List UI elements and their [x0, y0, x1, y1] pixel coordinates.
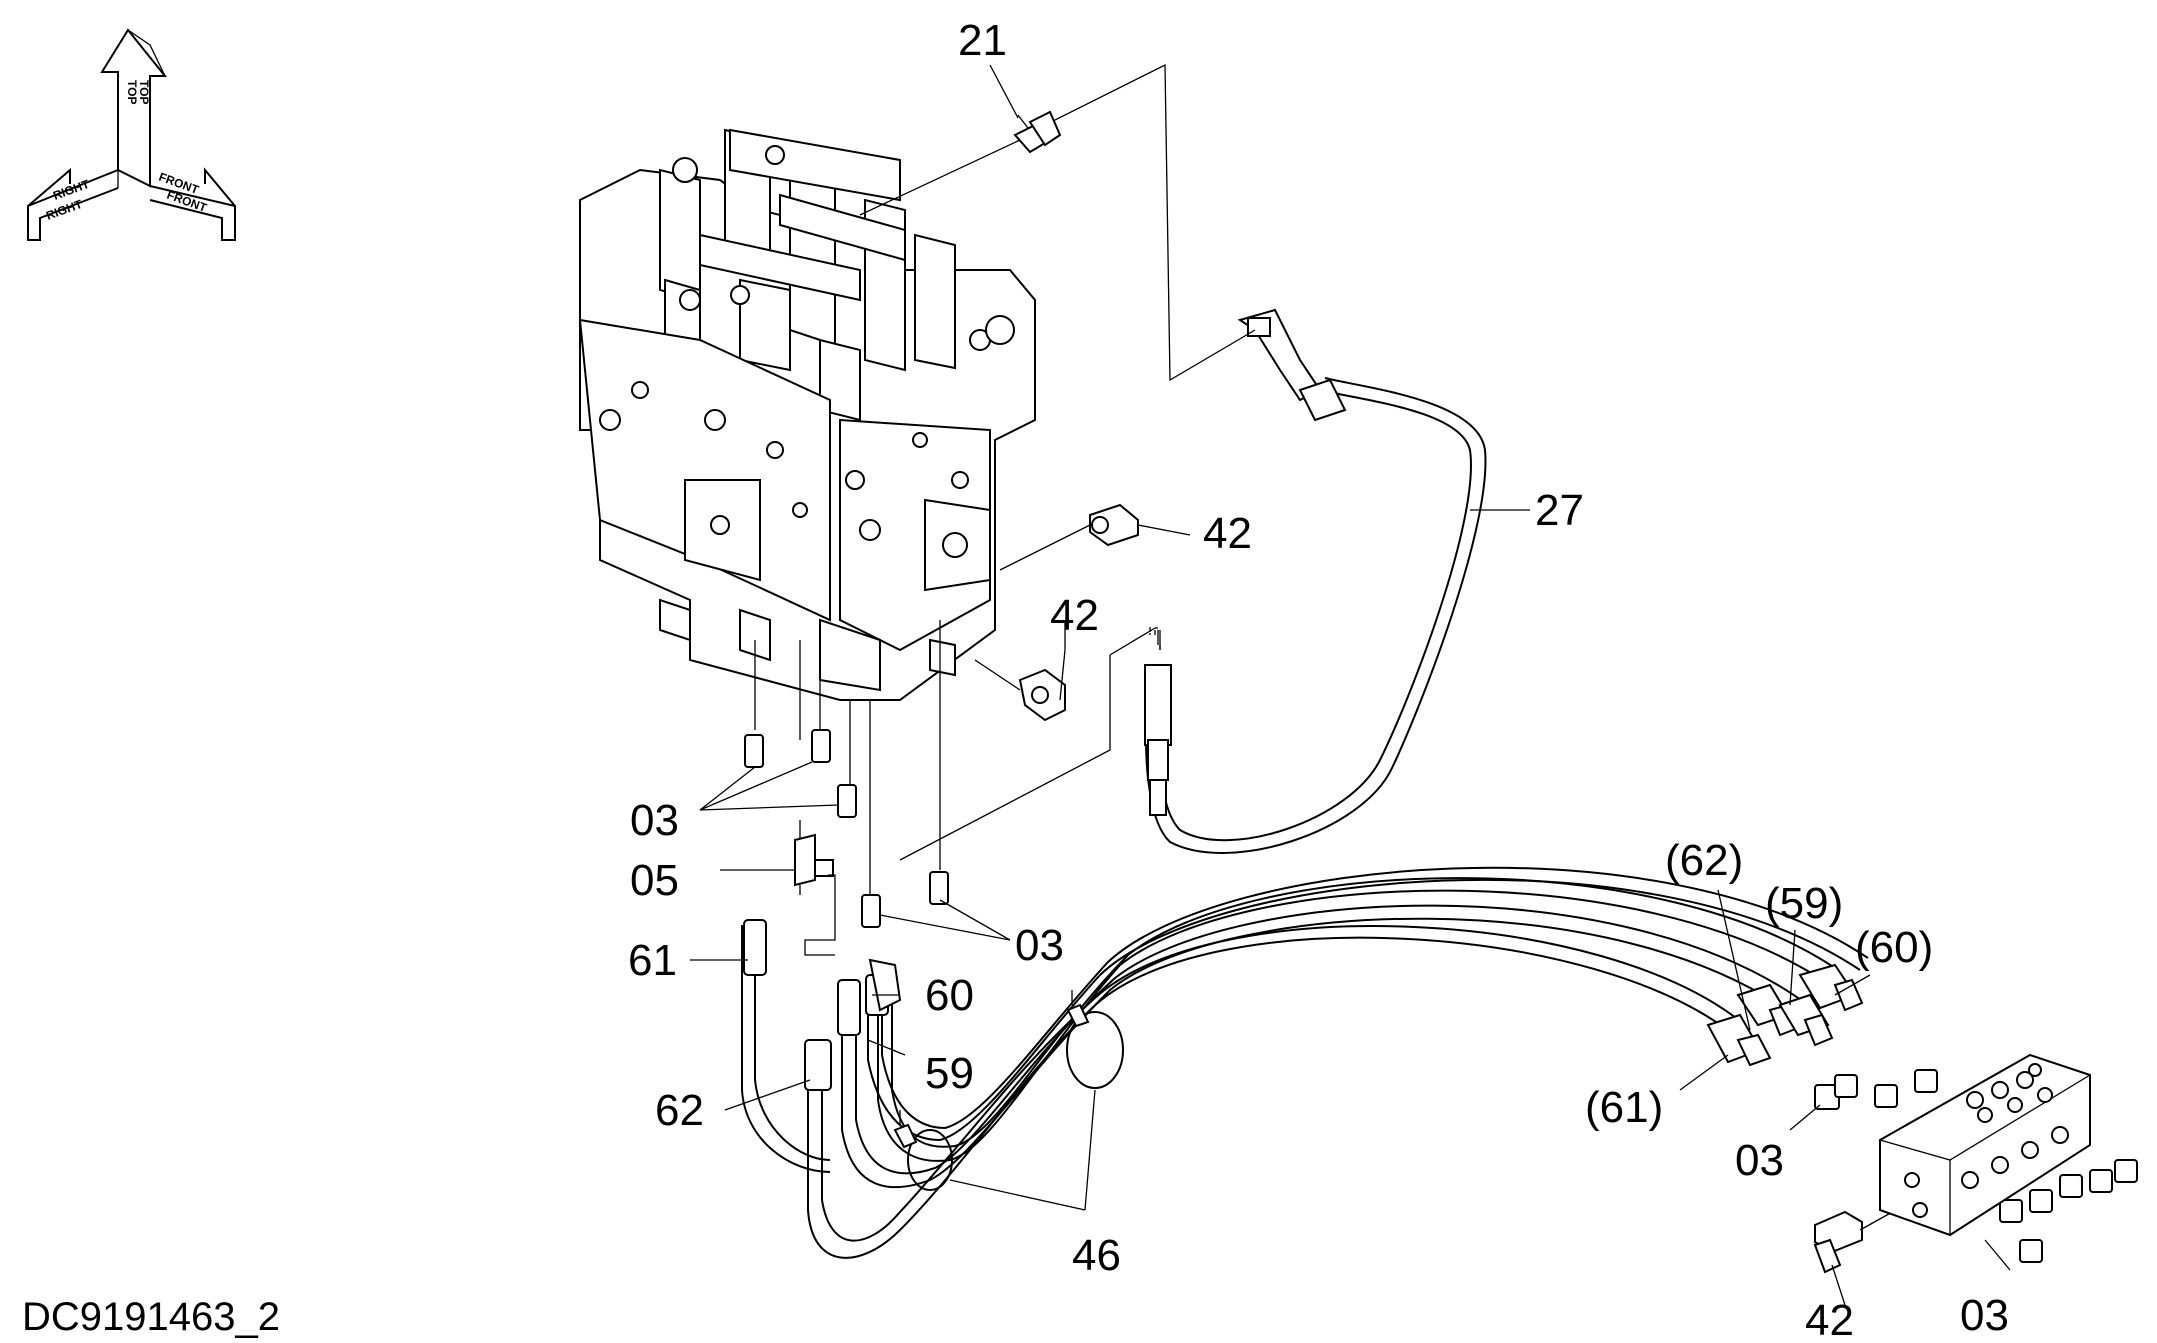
callout-60-paren: (60) — [1855, 923, 1933, 972]
tee-05 — [720, 833, 836, 956]
callout-61-paren: (61) — [1585, 1083, 1663, 1132]
callout-labels: 21 27 42 42 42 03 03 03 03 05 61 60 59 6… — [628, 16, 2009, 1343]
callout-42-lower: 42 — [1805, 1296, 1854, 1343]
drawing-id: DC9191463_2 — [22, 1295, 280, 1339]
callout-59-paren: (59) — [1765, 879, 1843, 928]
hose-27 — [1144, 308, 1487, 854]
left-leaders — [690, 64, 1066, 1111]
callout-62-paren: (62) — [1665, 836, 1743, 885]
orientation-symbol: TOP TOP RIGHT RIGHT FRONT FRONT — [27, 28, 236, 241]
clamps-46 — [893, 990, 1124, 1211]
fitting-21 — [859, 110, 1062, 216]
callout-03-left: 03 — [630, 796, 679, 845]
distribution-block — [1879, 1053, 2091, 1237]
callout-05: 05 — [630, 856, 679, 905]
fittings-03 — [699, 729, 2138, 1271]
callout-03-right: 03 — [1735, 1136, 1784, 1185]
callout-46: 46 — [1072, 1231, 1121, 1280]
right-leaders — [1679, 889, 1871, 1091]
callout-62: 62 — [655, 1086, 704, 1135]
callout-61: 61 — [628, 936, 677, 985]
orientation-top-label-2: TOP — [137, 80, 151, 104]
callout-59: 59 — [925, 1049, 974, 1098]
orientation-right-label-2: RIGHT — [44, 197, 84, 223]
callout-42-middle: 42 — [1050, 591, 1099, 640]
switch-42-lower — [1813, 1204, 1906, 1306]
leader-lines — [899, 63, 1530, 861]
switch-42-upper — [999, 503, 1191, 571]
callout-60: 60 — [925, 971, 974, 1020]
feed-lines — [754, 620, 941, 895]
callout-42-upper: 42 — [1203, 509, 1252, 558]
callout-03-middle: 03 — [1015, 921, 1064, 970]
control-valve — [578, 128, 1036, 701]
callout-27: 27 — [1535, 486, 1584, 535]
switch-42-middle — [974, 649, 1066, 722]
hose-bundle — [741, 866, 1869, 1259]
orientation-top-label: TOP — [125, 80, 139, 104]
callout-03-lower: 03 — [1960, 1291, 2009, 1340]
callout-21: 21 — [958, 16, 1007, 65]
